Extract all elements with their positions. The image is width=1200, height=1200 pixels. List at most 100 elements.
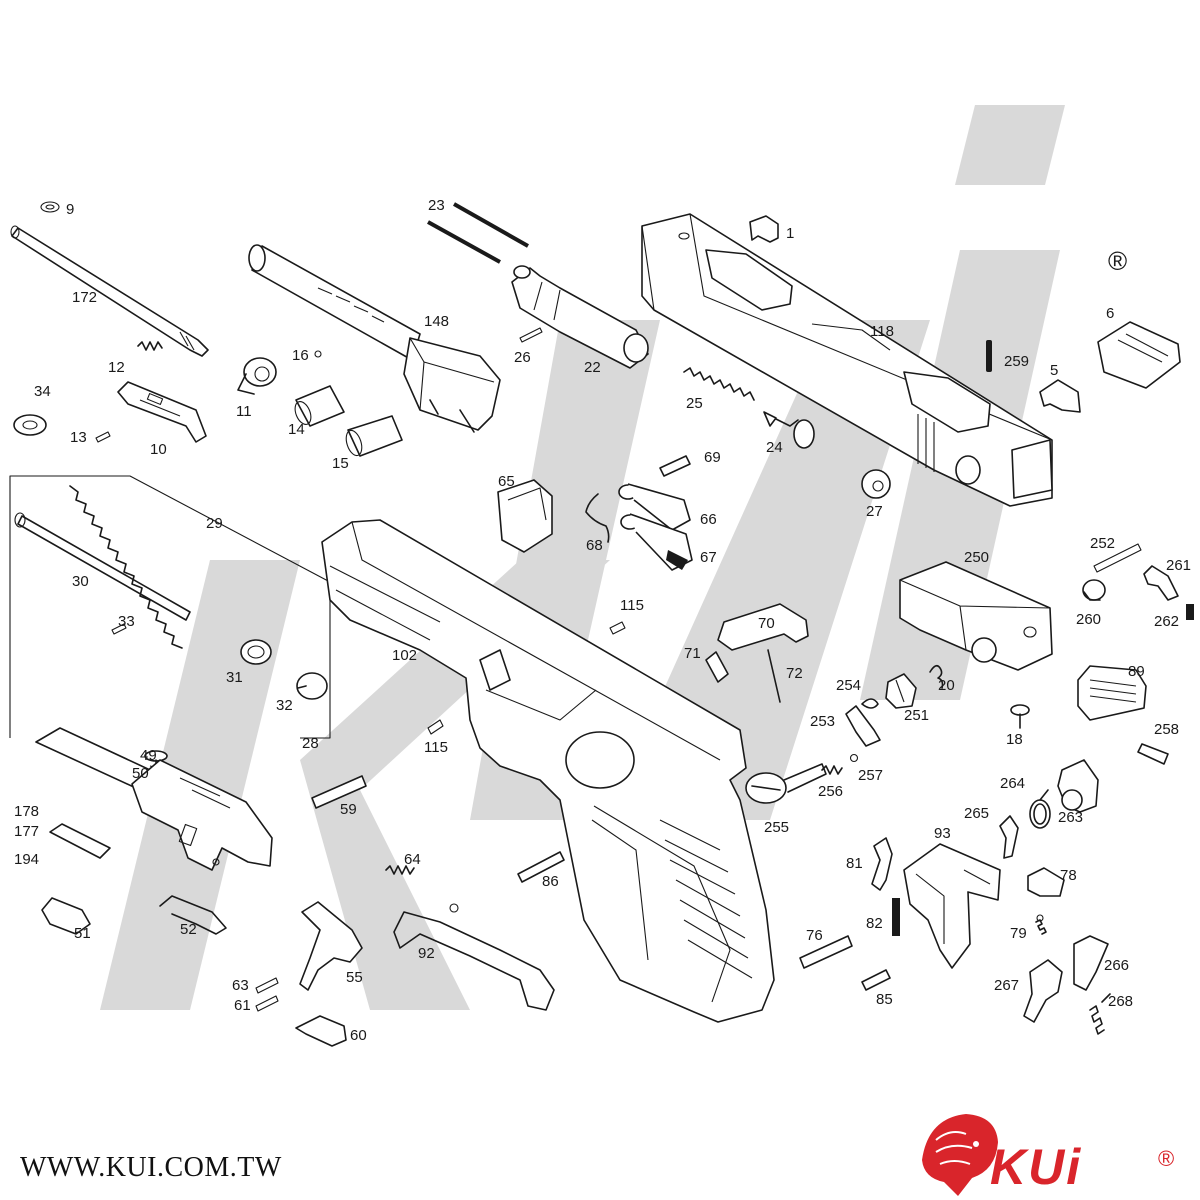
part-frame-102 <box>321 519 775 1023</box>
part-block-65 <box>497 479 553 553</box>
part-label: 66 <box>700 511 717 528</box>
part-label: 59 <box>340 801 357 818</box>
part-label: 86 <box>542 873 559 890</box>
part-label: 12 <box>108 359 125 376</box>
part-label: 67 <box>700 549 717 566</box>
part-pin-72 <box>767 649 781 703</box>
part-pin-258 <box>1137 743 1169 765</box>
part-clip-1 <box>749 215 779 243</box>
part-label: 178 <box>14 803 39 820</box>
part-label: 70 <box>758 615 775 632</box>
part-label: 115 <box>620 597 644 614</box>
part-label: 23 <box>428 197 445 214</box>
part-knob-261 <box>1143 565 1179 601</box>
part-label: 10 <box>150 441 167 458</box>
part-pin-85 <box>861 969 891 991</box>
part-label: 177 <box>14 823 39 840</box>
part-spring-25 <box>683 367 755 401</box>
part-label: 26 <box>514 349 531 366</box>
part-spring-20 <box>929 664 944 689</box>
part-label: 11 <box>236 403 252 420</box>
part-ball-257 <box>849 753 859 763</box>
part-pins-23 <box>427 202 529 264</box>
part-lever-67 <box>620 513 693 571</box>
part-sear-267 <box>1023 959 1063 1023</box>
part-guide-rod-30 <box>14 512 191 621</box>
part-label: 50 <box>132 765 149 782</box>
part-pin-115-top <box>609 621 626 635</box>
part-lever-66 <box>618 483 691 531</box>
part-label: 267 <box>994 977 1019 994</box>
part-pin-252 <box>1093 543 1142 573</box>
part-label: 63 <box>232 977 249 994</box>
part-label: 60 <box>350 1027 367 1044</box>
part-outer-barrel <box>10 201 209 357</box>
part-label: 1 <box>786 225 794 242</box>
part-spring-264 <box>1029 789 1051 829</box>
part-pin-13 <box>95 431 111 443</box>
part-label: 20 <box>938 677 955 694</box>
part-latch-60 <box>295 1015 347 1047</box>
part-rear-sight-6 <box>1097 321 1181 389</box>
part-clip-254 <box>861 698 879 709</box>
part-label: 28 <box>302 735 319 752</box>
website-url: WWW.KUI.COM.TW <box>20 1152 282 1183</box>
part-rod-cap-32 <box>296 672 328 700</box>
part-label: 82 <box>866 915 883 932</box>
part-label: 64 <box>404 851 421 868</box>
part-label: 51 <box>74 925 91 942</box>
part-label: 260 <box>1076 611 1101 628</box>
part-front-sight-5 <box>1039 379 1081 413</box>
part-label: 268 <box>1108 993 1133 1010</box>
part-nozzle-22 <box>511 265 649 369</box>
part-spring-68 <box>585 493 610 543</box>
part-spring-268 <box>1089 993 1111 1035</box>
part-sleeve-14 <box>294 385 345 427</box>
brand-registered-mark: ® <box>1158 1146 1175 1171</box>
part-label: 29 <box>206 515 223 532</box>
part-pin-61 <box>255 995 279 1012</box>
part-label: 250 <box>964 549 989 566</box>
part-label: 33 <box>118 613 135 630</box>
part-label: 255 <box>764 819 789 836</box>
part-bushing-31 <box>240 639 272 665</box>
brand-logo-word: KUi <box>990 1139 1083 1195</box>
part-pin-259 <box>986 340 992 372</box>
part-label: 9 <box>66 201 74 218</box>
part-label: 257 <box>858 767 883 784</box>
part-trigger-bar-92 <box>393 903 555 1011</box>
part-label: 261 <box>1166 557 1191 574</box>
part-label: 252 <box>1090 535 1115 552</box>
part-label: 52 <box>180 921 197 938</box>
part-label: 61 <box>234 997 251 1014</box>
part-screw-18 <box>1010 704 1030 729</box>
part-label: 49 <box>140 747 157 764</box>
part-pin-76 <box>799 935 853 969</box>
part-lever-81 <box>871 837 893 891</box>
part-label: 256 <box>818 783 843 800</box>
part-label: 259 <box>1004 353 1029 370</box>
part-rail-49 <box>35 727 273 871</box>
part-slide-118 <box>641 213 1053 507</box>
part-label: 16 <box>292 347 309 364</box>
part-spring-82 <box>892 898 900 936</box>
part-spring-256 <box>821 765 843 775</box>
part-spring-79 <box>1035 914 1047 935</box>
part-sear-266 <box>1073 935 1109 991</box>
part-label: 25 <box>686 395 703 412</box>
part-label: 31 <box>226 669 243 686</box>
part-label: 34 <box>34 383 51 400</box>
part-pin-69 <box>659 455 691 477</box>
part-label: 79 <box>1010 925 1027 942</box>
lion-head-icon <box>922 1114 998 1196</box>
part-pin-33 <box>111 623 127 635</box>
part-label: 55 <box>346 969 363 986</box>
part-pin-59 <box>311 775 367 809</box>
part-label: 265 <box>964 805 989 822</box>
part-latch-51 <box>41 897 91 935</box>
part-label: 69 <box>704 449 721 466</box>
part-dot-16 <box>314 350 322 358</box>
part-label: 89 <box>1128 663 1145 680</box>
part-label: 194 <box>14 851 39 868</box>
